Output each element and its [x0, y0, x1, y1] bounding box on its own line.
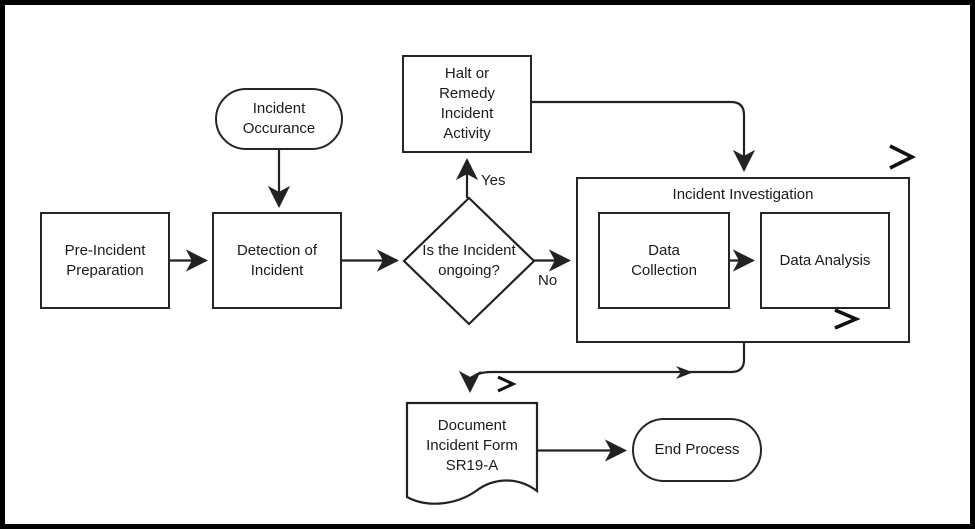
edge-label-no: No [538, 272, 558, 289]
decision-diamond-shape [402, 196, 536, 326]
node-label: Data Collection [631, 241, 697, 279]
node-label: Incident Occurance [242, 100, 316, 137]
node-label: Data Analysis [779, 251, 871, 269]
edge-investigation-to-document [458, 343, 746, 394]
edge-label-yes: Yes [481, 172, 506, 189]
node-incident-occurance: Incident Occurance [215, 88, 343, 150]
node-label: Detection of Incident [236, 241, 318, 279]
node-label: Halt or Remedy Incident Activity [439, 65, 495, 142]
node-label: End Process [654, 441, 740, 459]
document-shape [405, 401, 539, 505]
chevron-right-icon [889, 144, 917, 170]
group-incident-investigation: Incident Investigation [576, 177, 910, 343]
node-data-analysis: Data Analysis [760, 212, 890, 309]
node-pre-incident-preparation: Pre-Incident Preparation [40, 212, 170, 309]
node-detection-of-incident: Detection of Incident [212, 212, 342, 309]
group-title: Incident Investigation [672, 186, 814, 203]
node-label: Pre-Incident Preparation [64, 241, 146, 279]
node-end-process: End Process [632, 418, 762, 482]
node-data-collection: Data Collection [598, 212, 730, 309]
edge-halt-to-investigation [532, 100, 756, 173]
chevron-right-icon [497, 375, 517, 393]
arrowhead-right-icon [676, 366, 693, 379]
node-halt-or-remedy: Halt or Remedy Incident Activity [402, 55, 532, 153]
chevron-right-icon [834, 308, 861, 330]
